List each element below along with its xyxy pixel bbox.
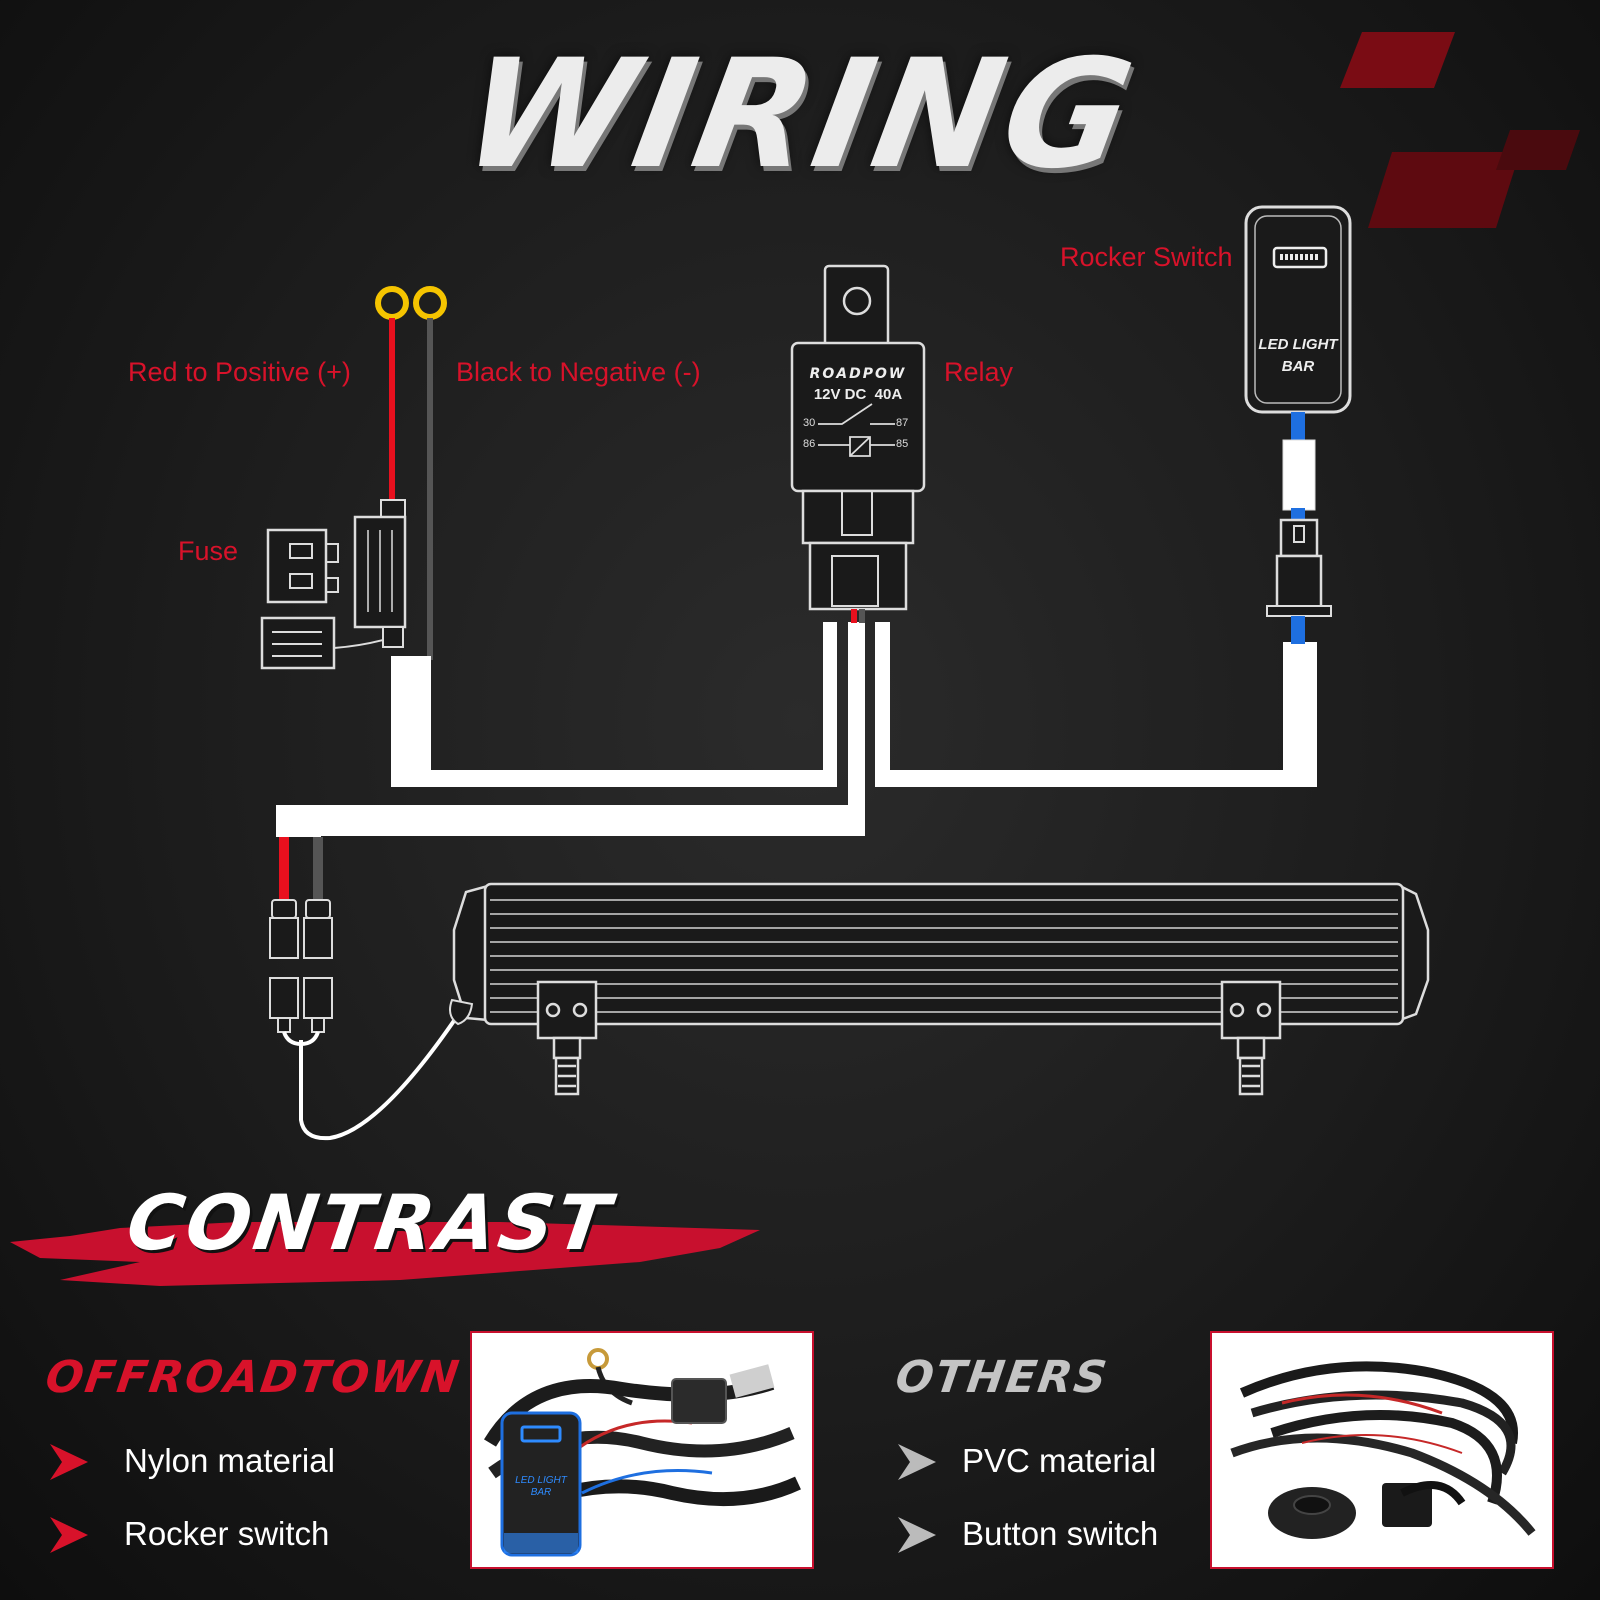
ours-feature-1: Nylon material — [124, 1442, 335, 1479]
lightbar-end-cap-left — [452, 884, 490, 1022]
relay-wire-red — [851, 609, 857, 623]
lightbar-mount-bracket-left — [536, 980, 598, 1096]
others-brand: OTHERS — [892, 1352, 1112, 1403]
switch-text-line2: BAR — [1281, 358, 1315, 375]
fuse-cover-strap — [333, 639, 384, 649]
relay-socket — [808, 541, 908, 611]
light-bar-icon — [1272, 246, 1328, 269]
lightbar-mount-bracket-right — [1220, 980, 1282, 1096]
relay-pin-85: 85 — [896, 438, 909, 450]
others-product-photo — [1210, 1331, 1554, 1569]
harness-battery-drop — [391, 656, 431, 786]
blade-fuse-window — [289, 543, 313, 559]
harness-relay-drop-left — [823, 622, 837, 787]
switch-plug-flange — [1266, 605, 1332, 617]
ours-bullet-arrow — [50, 1517, 88, 1553]
accent-stripe-top — [1340, 32, 1455, 88]
harness-relay-drop-center — [848, 622, 865, 836]
switch-plug-latch — [1293, 525, 1305, 543]
relay-pin-87: 87 — [896, 417, 909, 429]
lightbar-pigtail-split — [282, 1031, 320, 1047]
blade-fuse-tab — [326, 543, 339, 593]
relay-mount-tab — [823, 264, 890, 348]
relay-socket-key — [831, 555, 879, 607]
switch-plug-bottom — [1275, 554, 1323, 614]
lightbar-housing — [483, 882, 1405, 1026]
contrast-brush-stroke — [10, 1222, 760, 1286]
accent-stripe-faint — [1496, 130, 1580, 170]
relay-label: Relay — [944, 357, 1014, 387]
switch-text-line1: LED LIGHT — [1258, 336, 1338, 353]
fuse-holder-cap — [380, 499, 406, 519]
switch-wire-bottom — [1291, 616, 1305, 644]
switch-connector-sleeve — [1282, 439, 1316, 511]
others-bullet-arrow — [898, 1517, 936, 1553]
relay-base-key — [841, 490, 873, 536]
lightbar-red-wire — [279, 837, 289, 903]
photo-switch-text-line1: LED LIGHT — [515, 1475, 568, 1486]
accent-stripe-bottom — [1368, 152, 1520, 228]
relay-brand: ROADPOW — [809, 366, 907, 382]
harness-relay-drop-right — [875, 622, 890, 787]
harness-light-drop — [276, 805, 321, 837]
others-harness-illustration — [1230, 1361, 1536, 1539]
page-title: WIRING — [452, 28, 1148, 202]
ours-harness-illustration: LED LIGHT BAR — [483, 1348, 801, 1557]
lightbar-pigtail — [299, 1010, 462, 1141]
lightbar-cable-gland — [449, 998, 474, 1026]
harness-inner-gap — [431, 656, 823, 768]
relay-mount-hole — [842, 286, 872, 316]
positive-ring-terminal — [375, 286, 409, 320]
relay-coil-symbol — [818, 436, 895, 457]
others-feature-2: Button switch — [962, 1515, 1159, 1552]
harness-switch-drop — [1283, 642, 1317, 787]
harness-sleeves — [276, 622, 1317, 837]
negative-label: Black to Negative (-) — [456, 357, 701, 387]
relay-switch-symbol — [818, 403, 895, 425]
harness-light-run — [276, 805, 865, 836]
others-feature-1: PVC material — [962, 1442, 1157, 1479]
photo-switch-text-line2: BAR — [531, 1487, 552, 1498]
relay-pin-30: 30 — [803, 417, 816, 429]
ours-brand: OFFROADTOWN — [42, 1352, 464, 1403]
negative-ring-terminal — [413, 286, 447, 320]
ours-product-photo: LED LIGHT BAR — [470, 1331, 814, 1569]
positive-label: Red to Positive (+) — [128, 357, 351, 387]
harness-switch-run — [875, 770, 1317, 787]
rocker-switch-body — [1244, 205, 1352, 414]
ours-feature-2: Rocker switch — [124, 1515, 330, 1552]
relay-rating: 12V DC 40A — [813, 386, 903, 403]
fuse-holder-collar — [382, 626, 404, 648]
switch-wire-stub — [1291, 412, 1305, 442]
blade-fuse — [266, 528, 328, 604]
relay-pin-86: 86 — [803, 438, 816, 450]
lightbar-black-wire — [313, 837, 323, 903]
blade-fuse-window — [289, 573, 313, 589]
harness-main-run — [391, 770, 837, 787]
ours-bullet-arrow — [50, 1444, 88, 1480]
contrast-heading: CONTRAST — [121, 1178, 619, 1267]
others-bullet-arrow — [898, 1444, 936, 1480]
spade-connectors — [269, 899, 333, 1033]
relay-wire-black — [859, 609, 865, 623]
switch-wire-mid — [1291, 508, 1305, 520]
rocker-switch-label: Rocker Switch — [1060, 242, 1233, 272]
fuse-label: Fuse — [178, 536, 239, 566]
rocker-switch-bezel — [1254, 215, 1342, 404]
